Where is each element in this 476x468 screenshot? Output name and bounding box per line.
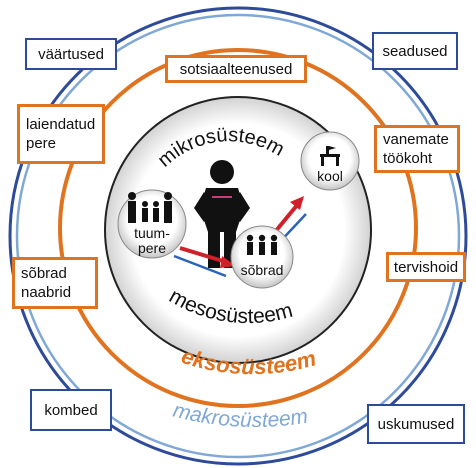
box-social-services: sotsiaalteenused: [165, 55, 307, 83]
family-label-line2: pere: [138, 240, 166, 256]
box-health-care: tervishoid: [386, 252, 466, 282]
family-people-icon: [128, 192, 172, 223]
box-values: väärtused: [25, 38, 117, 70]
family-label-line1: tuum-: [134, 225, 170, 241]
box-parents-work: vanemate töökoht: [374, 125, 460, 173]
customs-label: kombed: [44, 401, 98, 419]
box-beliefs: uskumused: [367, 404, 465, 444]
extended-family-line2: pere: [26, 135, 57, 152]
health-care-label: tervishoid: [393, 258, 459, 276]
extended-family-line1: laiendatud: [26, 116, 96, 133]
child-figure-icon: [194, 160, 250, 268]
values-label: väärtused: [38, 45, 104, 63]
laws-label: seadused: [382, 42, 448, 60]
parents-work-line2: töökoht: [383, 150, 433, 167]
box-laws: seadused: [372, 32, 458, 70]
macro-ring-inner: [15, 13, 461, 459]
beliefs-label: uskumused: [377, 415, 455, 433]
box-extended-family: laiendatud pere: [17, 104, 105, 164]
school-label: kool: [317, 168, 343, 184]
box-friends-neighbors: sõbrad naabrid: [12, 257, 98, 309]
macro-label: makrosüsteem: [171, 399, 310, 432]
box-customs: kombed: [30, 389, 112, 431]
school-building-icon: [320, 146, 340, 166]
friends-node: [230, 225, 294, 289]
friends-label: sõbrad: [241, 262, 284, 278]
social-services-label: sotsiaalteenused: [179, 60, 293, 78]
parents-work-line1: vanemate: [383, 131, 449, 148]
exo-ring: [58, 48, 418, 408]
school-node: [300, 131, 360, 191]
macro-ring-outer: [8, 6, 468, 466]
friends-people-icon: [246, 234, 278, 255]
friends-neighbors-line1: sõbrad: [21, 265, 67, 282]
friends-neighbors-line2: naabrid: [21, 284, 72, 301]
